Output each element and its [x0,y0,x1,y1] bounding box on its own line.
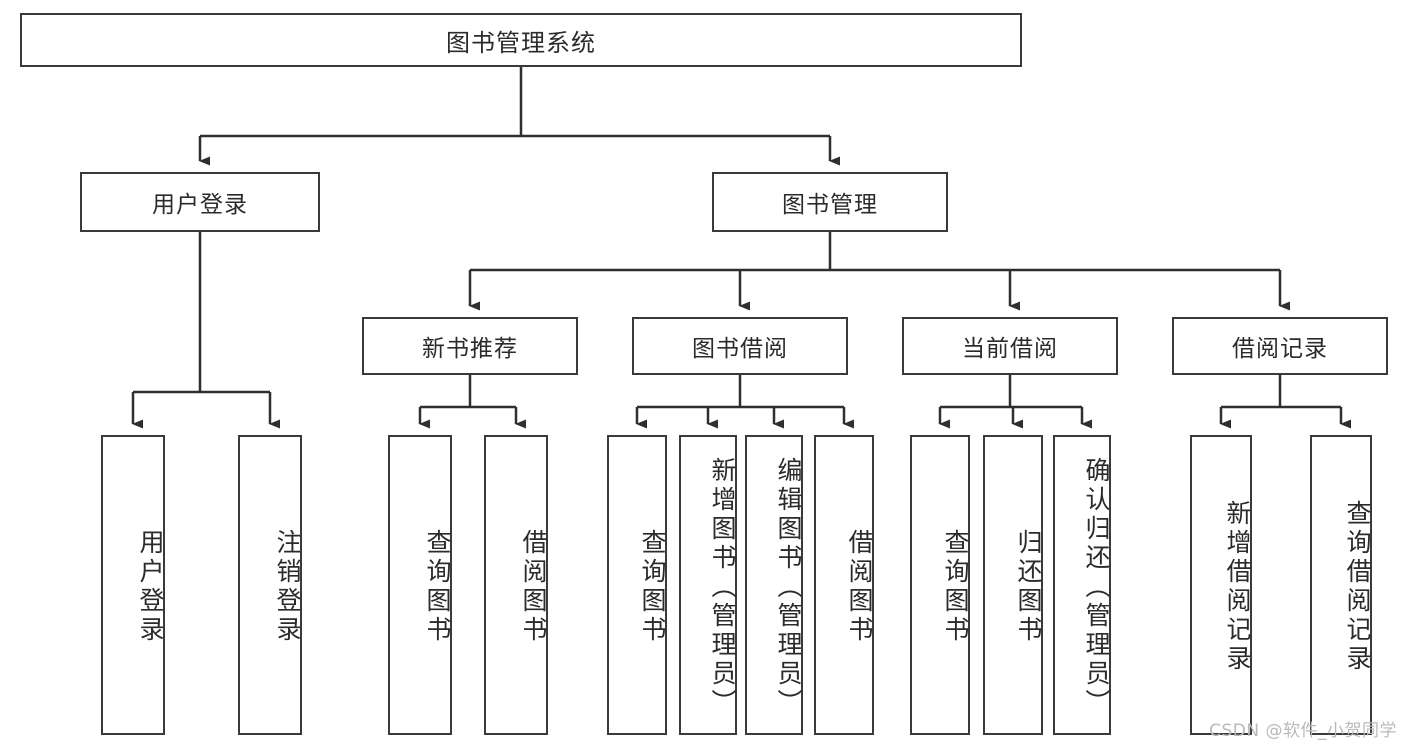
node-label: 图书借阅 [692,336,788,362]
node-label: 新书推荐 [422,336,518,362]
node-label: 借阅图书 [519,529,548,645]
node-leaf-return-book[interactable]: 归还图书 [983,435,1043,735]
node-leaf-query-book-rec[interactable]: 查询图书 [388,435,452,735]
node-leaf-edit-book-admin[interactable]: 编辑图书（管理员） [745,435,803,735]
node-new-book-recommend[interactable]: 新书推荐 [362,317,578,375]
node-label: 新增图书（管理员） [708,456,737,718]
connector-lines [131,67,1351,429]
node-leaf-add-borrow-record[interactable]: 新增借阅记录 [1190,435,1252,735]
node-current-borrow[interactable]: 当前借阅 [902,317,1118,375]
node-label: 归还图书 [1014,529,1043,645]
node-leaf-confirm-return-admin[interactable]: 确认归还（管理员） [1053,435,1111,735]
node-label: 确认归还（管理员） [1082,456,1111,718]
node-leaf-borrow-book-rec[interactable]: 借阅图书 [484,435,548,735]
node-label: 图书管理系统 [446,28,596,57]
node-label: 查询图书 [423,529,452,645]
node-label: 借阅图书 [845,529,874,645]
node-book-borrow[interactable]: 图书借阅 [632,317,848,375]
node-label: 查询借阅记录 [1343,500,1372,674]
node-leaf-query-book-current[interactable]: 查询图书 [910,435,970,735]
node-label: 编辑图书（管理员） [774,456,803,718]
node-user-login[interactable]: 用户登录 [80,172,320,232]
node-root[interactable]: 图书管理系统 [20,13,1022,67]
node-label: 图书管理 [782,192,878,218]
node-leaf-add-book-admin[interactable]: 新增图书（管理员） [679,435,737,735]
node-label: 用户登录 [152,192,248,218]
node-leaf-borrow-book[interactable]: 借阅图书 [814,435,874,735]
node-label: 用户登录 [136,529,165,645]
node-label: 查询图书 [638,529,667,645]
node-label: 查询图书 [941,529,970,645]
node-label: 借阅记录 [1232,336,1328,362]
node-label: 当前借阅 [962,336,1058,362]
node-label: 新增借阅记录 [1223,500,1252,674]
node-leaf-query-book-borrow[interactable]: 查询图书 [607,435,667,735]
node-label: 注销登录 [273,529,302,645]
node-leaf-query-borrow-record[interactable]: 查询借阅记录 [1310,435,1372,735]
node-leaf-user-login[interactable]: 用户登录 [101,435,165,735]
node-borrow-records[interactable]: 借阅记录 [1172,317,1388,375]
node-book-management[interactable]: 图书管理 [712,172,948,232]
node-leaf-logout[interactable]: 注销登录 [238,435,302,735]
